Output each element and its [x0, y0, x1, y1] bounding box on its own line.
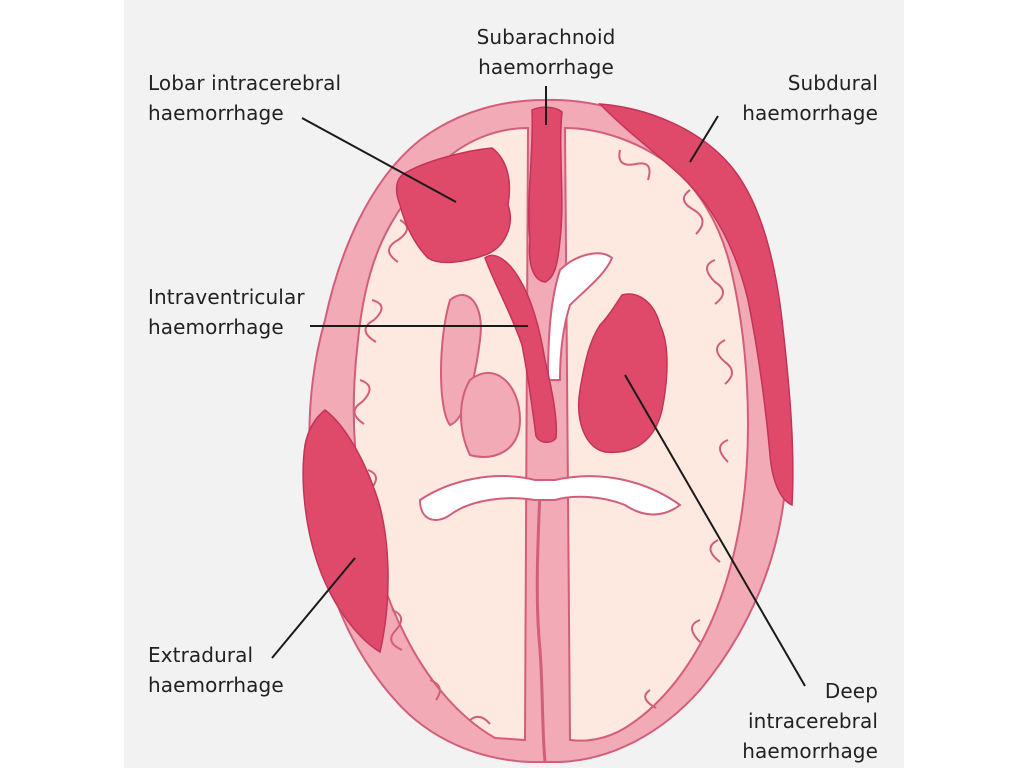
leader-extradural: [271, 557, 356, 659]
lateral-ventricles-posterior: [418, 475, 682, 521]
label-intraventricular-line1: Intraventricular: [148, 285, 305, 309]
label-deep-line2: intracerebral: [748, 709, 878, 733]
label-subdural-line2: haemorrhage: [742, 101, 878, 125]
leader-lobar: [301, 117, 457, 203]
label-lobar-line2: haemorrhage: [148, 101, 284, 125]
leader-deep: [624, 374, 806, 687]
extradural-haemorrhage: [302, 409, 389, 654]
label-intraventricular-line2: haemorrhage: [148, 315, 284, 339]
label-intraventricular: Intraventricular haemorrhage: [148, 282, 305, 342]
label-deep-line3: haemorrhage: [742, 739, 878, 763]
label-subdural-line1: Subdural: [787, 71, 878, 95]
label-lobar: Lobar intracerebral haemorrhage: [148, 68, 341, 128]
label-deep: Deep intracerebral haemorrhage: [716, 676, 878, 766]
label-subarachnoid: Subarachnoid haemorrhage: [456, 22, 636, 82]
subdural-haemorrhage: [598, 103, 794, 507]
label-deep-line1: Deep: [824, 679, 878, 703]
label-extradural-line2: haemorrhage: [148, 673, 284, 697]
right-gyri: [618, 149, 733, 709]
subarachnoid-haemorrhage: [528, 106, 563, 283]
leader-subdural: [689, 115, 719, 163]
intraventricular-haemorrhage: [484, 254, 558, 443]
left-thalamus: [460, 371, 522, 458]
left-gyri: [353, 219, 491, 725]
label-extradural: Extradural haemorrhage: [148, 640, 284, 700]
label-lobar-line1: Lobar intracerebral: [148, 71, 342, 95]
lateral-ventricles-anterior: [546, 252, 614, 381]
label-subarachnoid-line2: haemorrhage: [478, 55, 614, 79]
deep-intracerebral-haemorrhage: [578, 293, 668, 454]
posterior-fissure: [535, 489, 547, 763]
label-subarachnoid-line1: Subarachnoid: [476, 25, 616, 49]
leader-lines: [271, 86, 806, 687]
lobar-intracerebral-haemorrhage: [395, 147, 511, 264]
label-subdural: Subdural haemorrhage: [716, 68, 878, 128]
label-extradural-line1: Extradural: [148, 643, 254, 667]
